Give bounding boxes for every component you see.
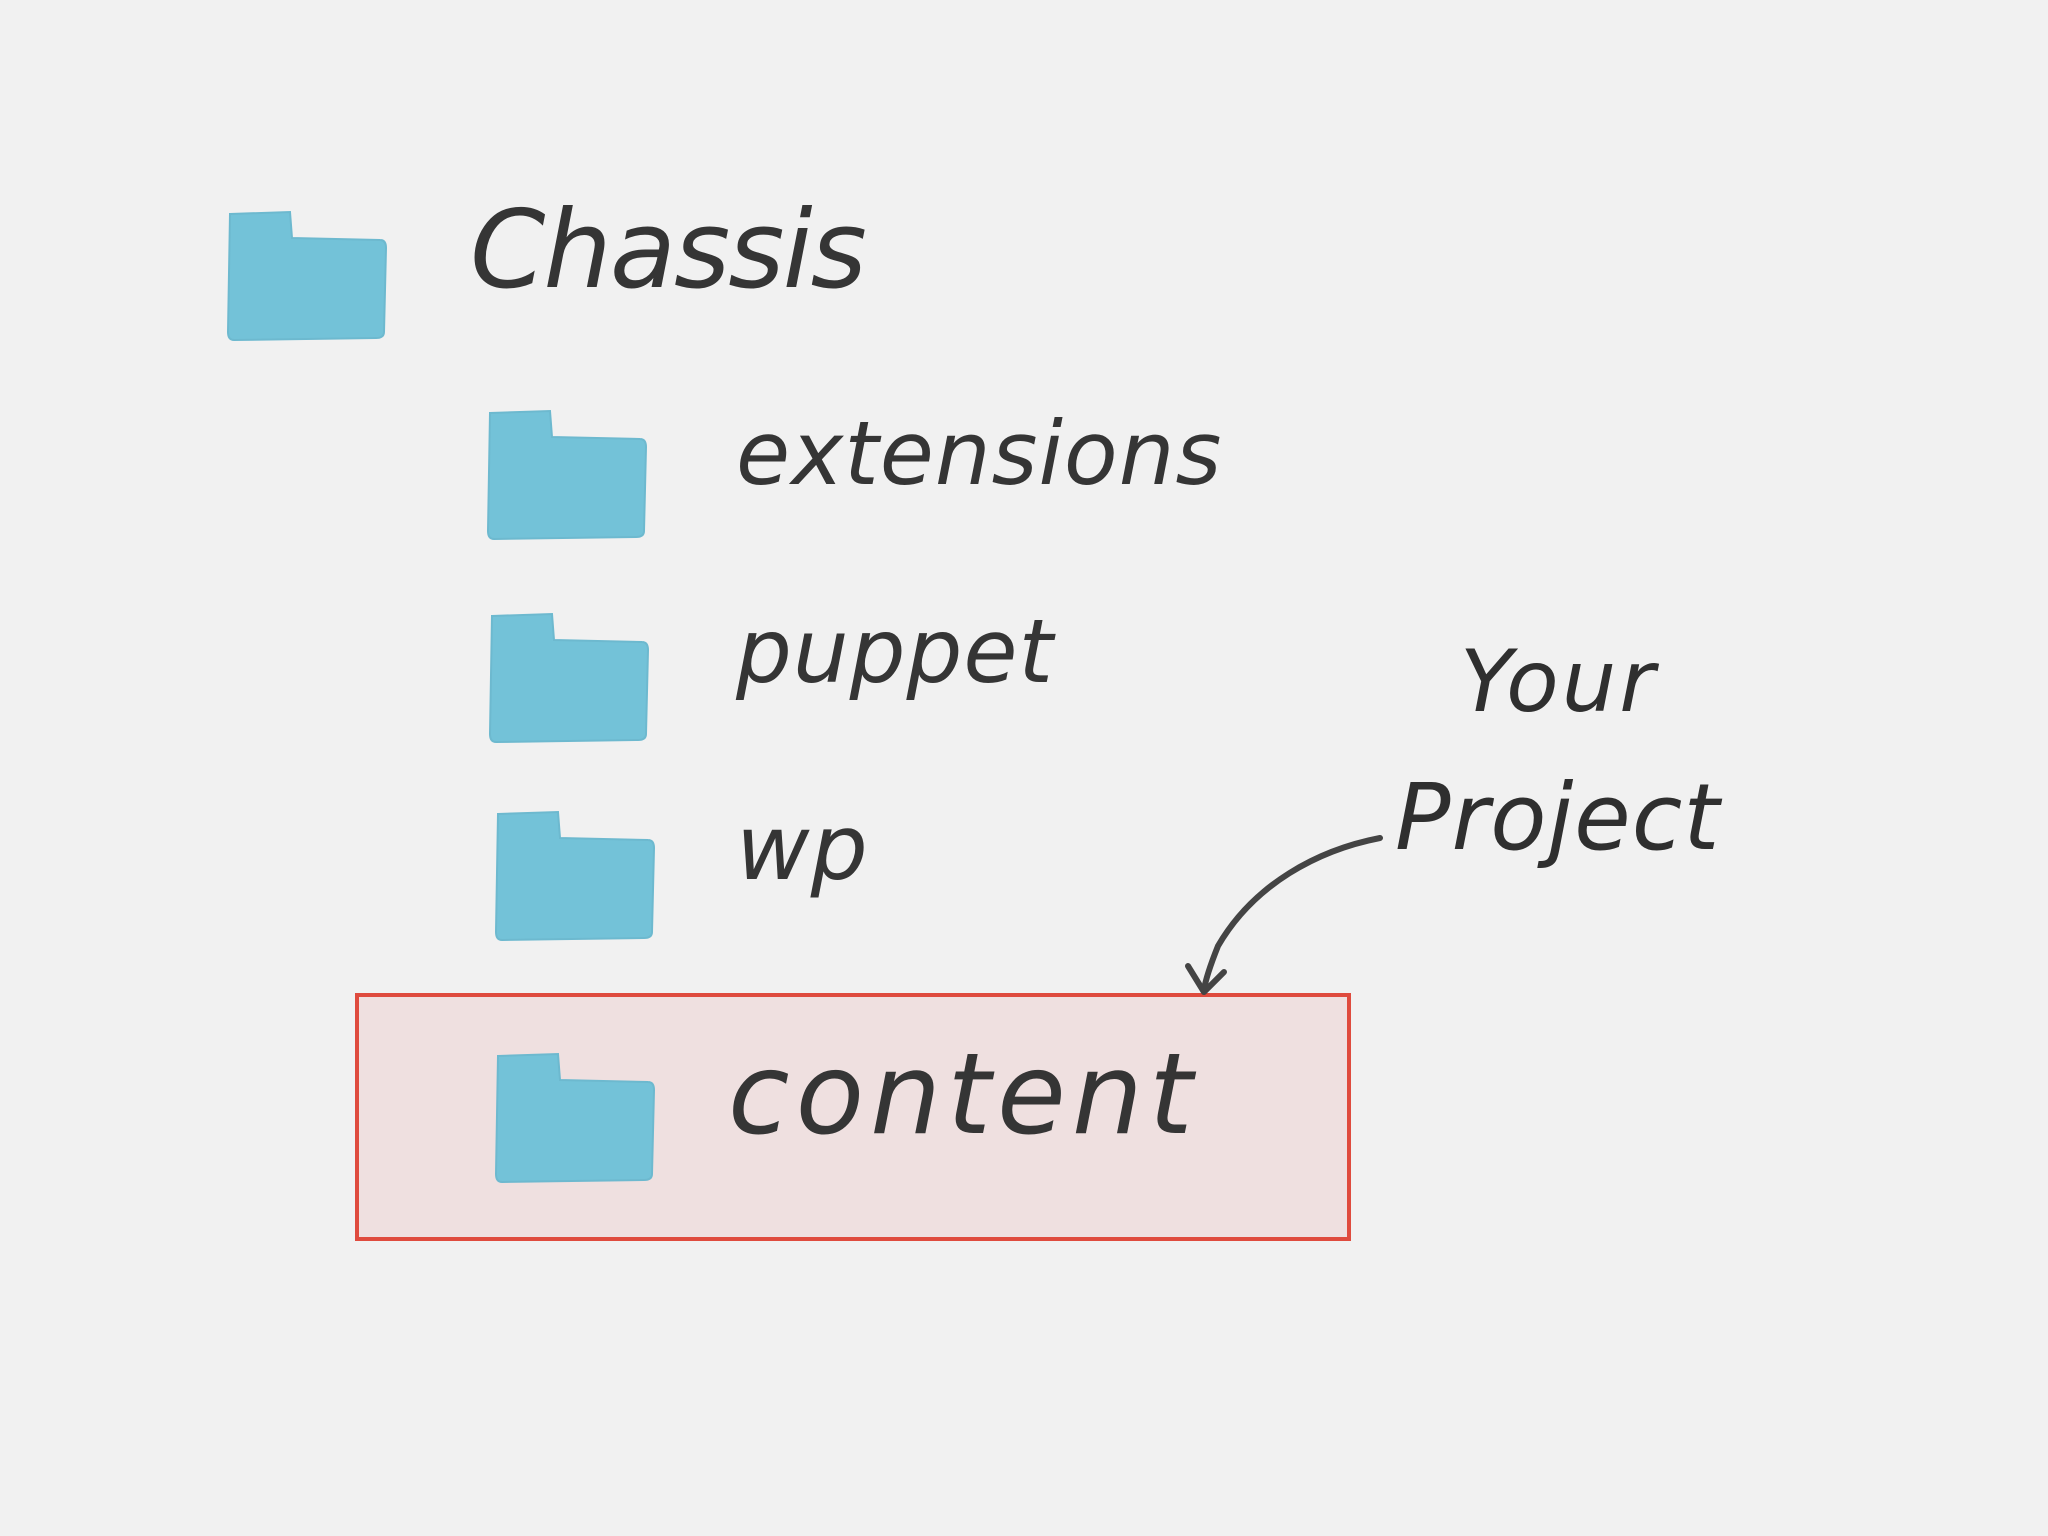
folder-icon: [492, 1050, 656, 1184]
folder-icon: [494, 810, 656, 942]
folder-label-puppet: puppet: [736, 600, 1054, 703]
folder-label-content: content: [728, 1030, 1199, 1160]
folder-icon: [486, 610, 650, 744]
folder-icon: [492, 808, 656, 942]
arrow-icon: [1185, 835, 1383, 995]
folder-icon: [226, 210, 388, 342]
folder-icon: [486, 409, 648, 541]
folder-icon: [484, 407, 648, 541]
folder-icon: [494, 1052, 656, 1184]
root-folder-label: Chassis: [470, 188, 867, 313]
folder-icon: [224, 208, 388, 342]
folder-label-wp: wp: [736, 796, 869, 901]
annotation-line-project: Project: [1395, 764, 1721, 871]
folder-label-extensions: extensions: [736, 402, 1223, 505]
annotation-line-your: Your: [1460, 632, 1658, 732]
folder-icon: [488, 612, 650, 744]
